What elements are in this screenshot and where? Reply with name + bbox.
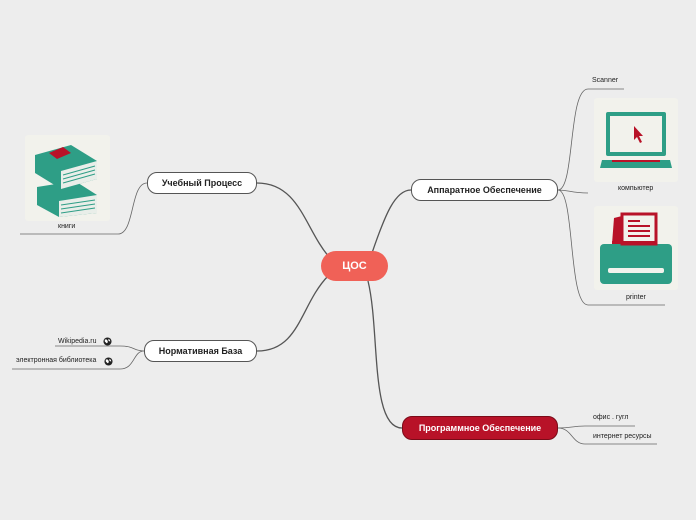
branch-label: Учебный Процесс	[161, 178, 243, 188]
branch-label: Нормативная База	[158, 346, 243, 356]
laptop-image-card	[594, 98, 678, 182]
leaf-internet-resursy: интернет ресурсы	[593, 433, 652, 440]
leaf-scanner: Scanner	[592, 77, 619, 84]
branch-normativnaya-baza[interactable]: Нормативная База	[144, 340, 257, 362]
branch-apparatnoe-obespechenie[interactable]: Аппаратное Обеспечение	[411, 179, 558, 201]
books-image-card	[25, 135, 110, 221]
leaf-wikipedia: Wikipedia.ru	[58, 338, 97, 345]
leaf-knigi: книги	[58, 223, 76, 230]
books-icon	[35, 145, 97, 217]
globe-icon	[104, 357, 113, 366]
branch-uchebny-process[interactable]: Учебный Процесс	[147, 172, 257, 194]
laptop-icon	[600, 112, 672, 168]
printer-icon	[600, 212, 672, 284]
globe-icon	[103, 337, 112, 346]
branch-label: Аппаратное Обеспечение	[427, 185, 542, 195]
central-topic-label: ЦОС	[342, 260, 367, 272]
central-topic-node[interactable]: ЦОС	[321, 251, 388, 281]
leaf-kompyuter: компьютер	[618, 185, 654, 192]
branch-programmnoe-obespechenie[interactable]: Программное Обеспечение	[402, 416, 558, 440]
printer-image-card	[594, 206, 678, 290]
leaf-ofis-gugl: офис . гугл	[593, 414, 629, 421]
leaf-elektronnaya-biblioteka: электронная библиотека	[16, 357, 97, 364]
leaf-printer: printer	[626, 294, 646, 301]
branch-label: Программное Обеспечение	[418, 423, 542, 433]
